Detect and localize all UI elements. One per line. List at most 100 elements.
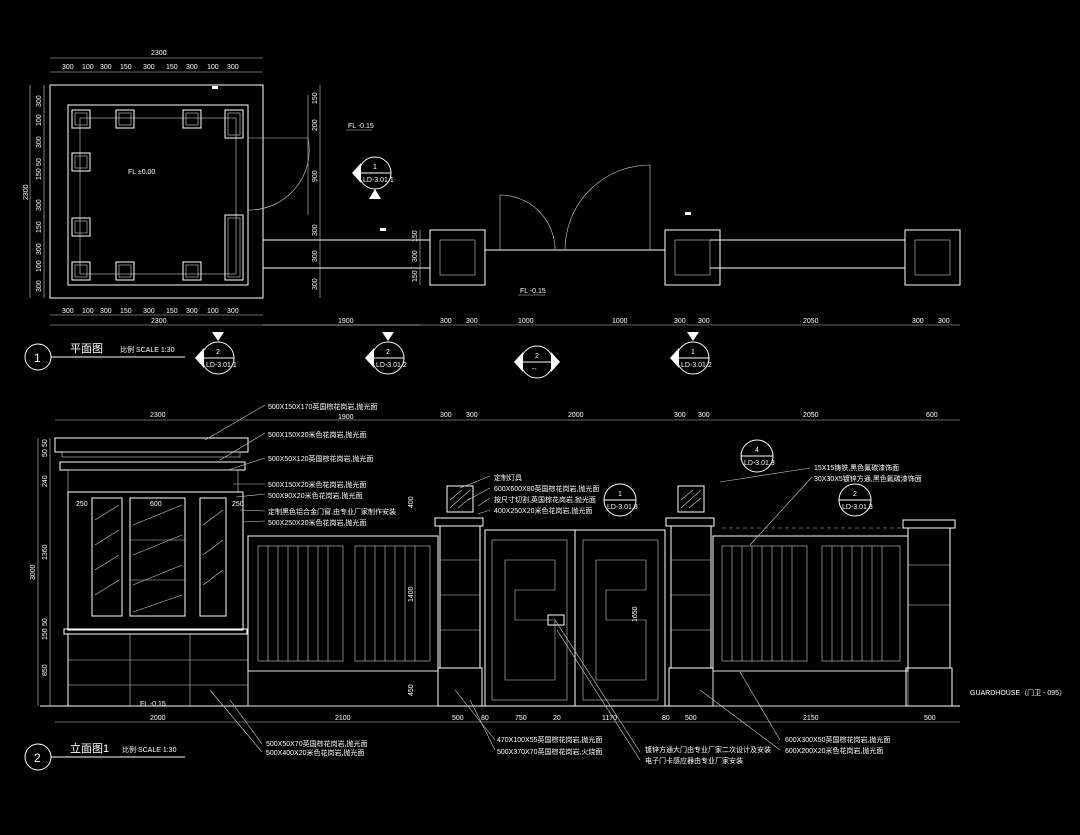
svg-text:300: 300 [674, 318, 686, 325]
svg-text:1: 1 [373, 164, 377, 171]
svg-text:2100: 2100 [335, 715, 351, 722]
callout-bubble: 2 -- [514, 345, 560, 379]
svg-text:300: 300 [698, 318, 710, 325]
svg-text:300: 300 [698, 412, 710, 419]
callout-bubble: 1LD-3.01.2 [670, 332, 712, 375]
svg-text:100: 100 [207, 308, 219, 315]
elev-top-total: 2300 [150, 412, 166, 419]
svg-text:LD-3.01.2: LD-3.01.2 [681, 362, 712, 369]
svg-text:2050: 2050 [803, 412, 819, 419]
svg-text:300: 300 [36, 243, 43, 255]
guardhouse-windows [91, 497, 227, 617]
svg-text:500: 500 [924, 715, 936, 722]
svg-text:300: 300 [440, 318, 452, 325]
svg-text:15X15铸铁,黑色氟碳漆饰面: 15X15铸铁,黑色氟碳漆饰面 [814, 463, 899, 472]
svg-text:LD-3.01.2: LD-3.01.2 [376, 362, 407, 369]
svg-text:80: 80 [481, 715, 489, 722]
plan-left-total: 2300 [23, 184, 30, 200]
svg-text:1: 1 [618, 491, 622, 498]
svg-text:300: 300 [312, 250, 319, 262]
notes-bottom-right: 600X300X50英国棕花岗岩,抛光面 600X200X20米色花岗岩,抛光面 [785, 735, 890, 755]
section-mark [212, 86, 218, 89]
svg-text:300: 300 [227, 64, 239, 71]
svg-text:470X100X55英国棕花岗岩,抛光面: 470X100X55英国棕花岗岩,抛光面 [497, 735, 602, 744]
svg-text:300: 300 [143, 64, 155, 71]
svg-text:定制黑色铝合金门窗,由专业厂家制作安装: 定制黑色铝合金门窗,由专业厂家制作安装 [268, 507, 396, 516]
svg-text:1900: 1900 [338, 318, 354, 325]
svg-text:1360: 1360 [42, 544, 49, 560]
svg-text:LD-3.01.1: LD-3.01.1 [206, 362, 237, 369]
svg-text:镀锌方通大门由专业厂家二次设计及安装: 镀锌方通大门由专业厂家二次设计及安装 [645, 745, 771, 754]
svg-text:150: 150 [36, 168, 43, 180]
svg-text:600X600X80英国棕花岗岩,抛光面: 600X600X80英国棕花岗岩,抛光面 [494, 484, 599, 493]
svg-text:900: 900 [312, 170, 319, 182]
elevation-view: 2300 1900 300 300 2000 300 300 2050 600 … [24, 402, 1066, 771]
plan-title: 平面图 [70, 342, 103, 355]
svg-text:1650: 1650 [632, 606, 639, 622]
notes-bottom-mid: 470X100X55英国棕花岗岩,抛光面 500X370X70英国棕花岗岩,火烧… [497, 735, 602, 756]
svg-text:150: 150 [312, 92, 319, 104]
callout-bubble: 2LD-3.01.3 [838, 483, 873, 517]
svg-text:LD-3.01.3: LD-3.01.3 [607, 504, 638, 511]
svg-text:1170: 1170 [602, 715, 617, 722]
svg-text:150: 150 [412, 270, 419, 282]
elevation-title: 立面图1 [70, 741, 109, 755]
svg-text:1: 1 [34, 351, 41, 365]
svg-text:300: 300 [466, 318, 478, 325]
svg-text:4: 4 [755, 447, 759, 454]
svg-text:--: -- [532, 366, 537, 373]
svg-text:300: 300 [312, 224, 319, 236]
callout-bubble: 4LD-3.01.3 [740, 439, 775, 473]
svg-text:2: 2 [386, 349, 390, 356]
svg-text:500X250X20米色花岗岩,抛光面: 500X250X20米色花岗岩,抛光面 [268, 518, 366, 527]
svg-text:20: 20 [553, 715, 561, 722]
plan-fl-mid: FL -0.15 [520, 288, 546, 295]
svg-text:750: 750 [515, 715, 527, 722]
svg-text:30X30X5镀锌方通,黑色氟碳漆饰面: 30X30X5镀锌方通,黑色氟碳漆饰面 [814, 474, 922, 483]
plan-title-block: 1 平面图 比例 SCALE 1:30 [24, 342, 185, 371]
plan-piers [429, 229, 961, 286]
svg-text:400: 400 [408, 496, 415, 508]
svg-text:定制灯具: 定制灯具 [494, 473, 522, 482]
svg-text:80: 80 [662, 715, 670, 722]
svg-text:LD-3.01.3: LD-3.01.3 [842, 504, 873, 511]
callout-bubble: 2LD-3.01.1 [195, 332, 237, 375]
svg-text:300: 300 [312, 278, 319, 290]
svg-text:2: 2 [535, 353, 539, 360]
svg-text:300: 300 [912, 318, 924, 325]
svg-text:150: 150 [36, 221, 43, 233]
svg-text:1000: 1000 [612, 318, 628, 325]
svg-text:500X150X20米色花岗岩,抛光面: 500X150X20米色花岗岩,抛光面 [268, 430, 366, 439]
svg-text:300: 300 [412, 250, 419, 262]
plan-fl-top: FL -0.15 [348, 123, 374, 130]
plan-gate-dims: 150 300 150 [412, 230, 421, 285]
svg-text:240: 240 [42, 475, 49, 487]
svg-text:2000: 2000 [150, 715, 166, 722]
callout-bubble: 1LD-3.01.1 [352, 156, 394, 199]
plan-top-dims: 300 100 300 150 300 150 300 100 300 [62, 64, 239, 71]
svg-text:LD-3.01.1: LD-3.01.1 [363, 177, 394, 184]
svg-text:500: 500 [452, 715, 464, 722]
plan-scale: 比例 SCALE 1:30 [120, 345, 175, 354]
svg-text:600X200X20米色花岗岩,抛光面: 600X200X20米色花岗岩,抛光面 [785, 746, 883, 755]
plan-top-total: 2300 [151, 50, 167, 57]
svg-text:100: 100 [82, 64, 94, 71]
notes-bottom-left: 500X50X70英国棕花岗岩,抛光面 500X400X20米色花岗岩,抛光面 [266, 739, 368, 757]
notes-right: 15X15铸铁,黑色氟碳漆饰面 30X30X5镀锌方通,黑色氟碳漆饰面 [814, 463, 922, 483]
svg-text:300: 300 [938, 318, 950, 325]
svg-text:250: 250 [232, 501, 244, 508]
svg-text:500X50X120英国棕花岗岩,抛光面: 500X50X120英国棕花岗岩,抛光面 [268, 454, 373, 463]
plan-right-dims: 150 200 900 300 300 300 [312, 92, 319, 290]
svg-text:1400: 1400 [408, 586, 415, 602]
svg-text:300: 300 [674, 412, 686, 419]
plan-columns [71, 109, 244, 281]
svg-text:100: 100 [36, 260, 43, 272]
svg-text:300: 300 [186, 308, 198, 315]
svg-text:500X150X20米色花岗岩,抛光面: 500X150X20米色花岗岩,抛光面 [268, 480, 366, 489]
plan-bottom-total: 2300 [151, 318, 167, 325]
svg-text:850: 850 [42, 664, 49, 676]
svg-text:500X50X70英国棕花岗岩,抛光面: 500X50X70英国棕花岗岩,抛光面 [266, 739, 368, 748]
svg-text:1: 1 [691, 349, 695, 356]
svg-text:500X150X170英国棕花岗岩,抛光面: 500X150X170英国棕花岗岩,抛光面 [268, 402, 377, 411]
